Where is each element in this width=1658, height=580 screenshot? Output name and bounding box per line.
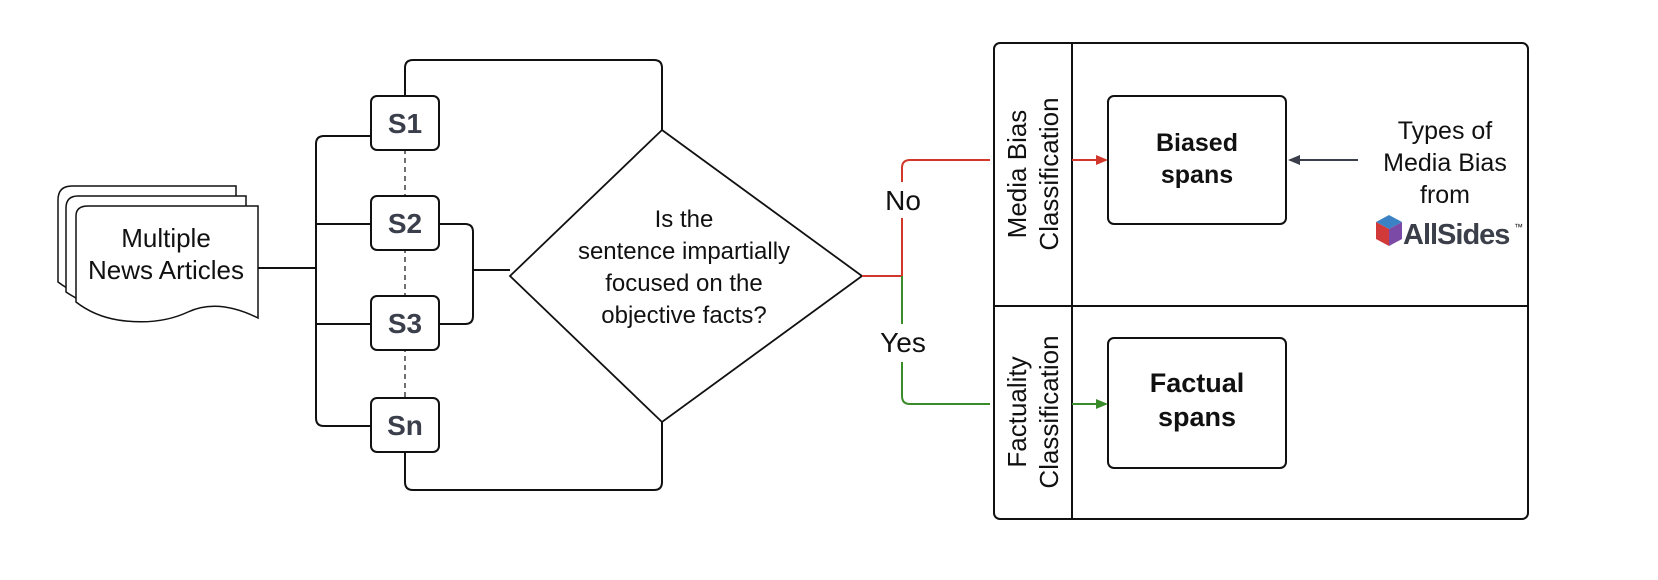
sentence-node-s3-label: S3 <box>388 308 422 339</box>
document-front <box>75 205 259 323</box>
bias-types-source: Types of Media Bias from <box>1383 117 1507 209</box>
source-line2: Media Bias <box>1383 149 1507 177</box>
factuality-heading-line1: Factuality <box>1002 356 1032 467</box>
biased-spans-line2: spans <box>1161 161 1233 189</box>
biased-spans-line1: Biased <box>1156 129 1238 157</box>
decision-text-line4: objective facts? <box>601 302 766 329</box>
allsides-cube-icon <box>1376 215 1402 246</box>
decision-diamond: Is the sentence impartially focused on t… <box>508 128 864 424</box>
factuality-heading: Factuality Classification <box>1002 335 1064 488</box>
sentence-node-s1-label: S1 <box>388 108 422 139</box>
no-branch-label: No <box>885 185 921 216</box>
sn-to-decision-bottom-line <box>404 418 663 491</box>
factuality-heading-line2: Classification <box>1034 335 1064 488</box>
decision-text-line3: focused on the <box>605 270 762 297</box>
media-bias-heading: Media Bias Classification <box>1002 97 1064 250</box>
decision-shape <box>508 128 864 424</box>
yes-label-bg <box>872 324 934 362</box>
media-bias-heading-line1: Media Bias <box>1002 110 1032 239</box>
classification-panel: Media Bias Classification Factuality Cla… <box>993 42 1529 520</box>
allsides-trademark: ™ <box>1514 222 1523 232</box>
decision-text-line2: sentence impartially <box>578 238 790 265</box>
sentence-bus-line <box>315 135 371 427</box>
sentence-node-s2-label: S2 <box>388 208 422 239</box>
sentence-node-s2: S2 <box>370 195 440 251</box>
sentence-node-s1: S1 <box>370 95 440 151</box>
news-articles-stack: Multiple News Articles <box>57 185 259 323</box>
documents-label-line1: Multiple <box>121 223 211 253</box>
fanout-connectors <box>258 135 371 427</box>
factual-spans-line1: Factual <box>1150 368 1245 398</box>
allsides-wordmark: AllSides <box>1403 219 1509 251</box>
media-bias-heading-line2: Classification <box>1034 97 1064 250</box>
yes-branch-line <box>901 276 990 405</box>
no-branch-line <box>862 159 990 277</box>
sentence-node-sn-label: Sn <box>387 410 423 441</box>
sentence-node-sn: Sn <box>370 397 440 453</box>
no-label-bg <box>880 182 926 218</box>
yes-branch-label: Yes <box>880 327 926 358</box>
s1-to-decision-top-line <box>404 59 663 130</box>
biased-spans-box: Biased spans <box>1107 95 1287 225</box>
documents-label-line2: News Articles <box>88 255 244 285</box>
decision-loop-connectors <box>404 59 663 491</box>
factual-spans-line2: spans <box>1158 402 1236 432</box>
factual-spans-box: Factual spans <box>1107 337 1287 469</box>
allsides-logo: AllSides ™ <box>1376 215 1523 251</box>
sentence-node-s3: S3 <box>370 295 440 351</box>
source-line3: from <box>1420 181 1470 209</box>
source-line1: Types of <box>1398 117 1493 145</box>
decision-text-line1: Is the <box>655 206 714 233</box>
s2-s3-to-decision-left-line <box>439 223 510 325</box>
